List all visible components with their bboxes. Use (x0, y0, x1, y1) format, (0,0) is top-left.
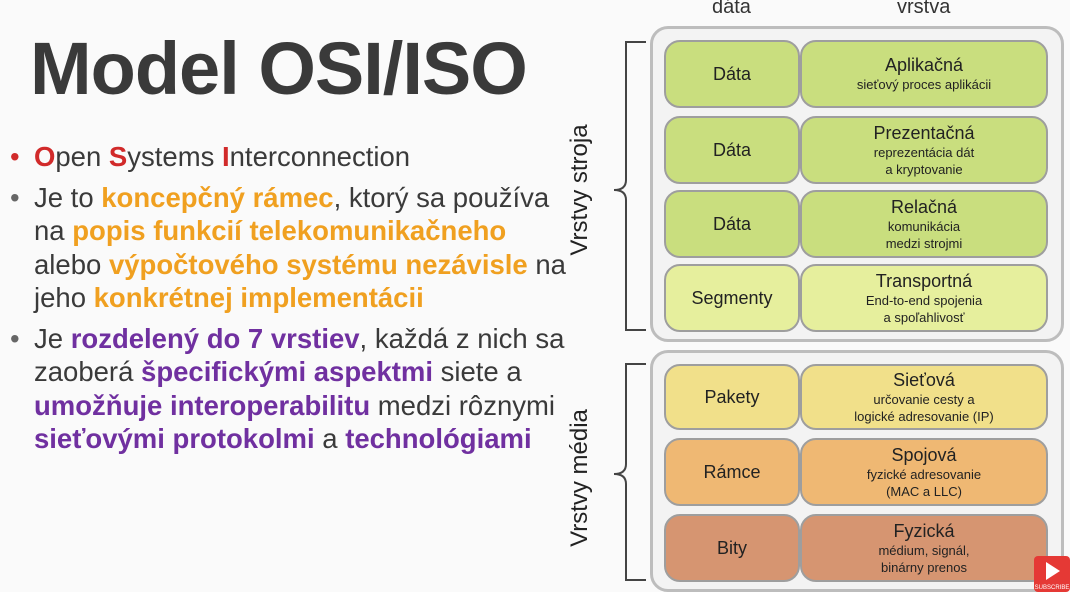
layer-box: Aplikačná sieťový proces aplikácii (800, 40, 1048, 108)
slide-title: Model OSI/ISO (30, 27, 528, 110)
subscribe-button[interactable]: SUBSCRIBE (1034, 556, 1070, 592)
host-layers-brace (613, 41, 646, 331)
layer-name: Spojová (891, 444, 957, 465)
layer-description: a kryptovanie (885, 161, 963, 177)
layer-description: sieťový proces aplikácii (856, 77, 992, 92)
layer-description: binárny prenos (881, 559, 967, 575)
data-unit-label: Dáta (712, 63, 752, 84)
media-layers-label: Vrstvy média (566, 409, 593, 547)
bullet-dot: • (10, 322, 20, 354)
layer-data-unit: Pakety (664, 364, 800, 430)
data-unit-label: Bity (716, 537, 747, 558)
layer-description: komunikácia (887, 218, 961, 234)
host-layers-label: Vrstvy stroja (566, 124, 593, 256)
data-unit-label: Dáta (712, 139, 752, 160)
layer-data-unit: Bity (664, 514, 800, 582)
layer-data-unit: Dáta (664, 190, 800, 258)
layer-name: Fyzická (893, 520, 955, 541)
bullet-3: • Je rozdelený do 7 vrstiev, každá z nic… (8, 322, 568, 456)
layer-description: End-to-end spojenia (865, 292, 983, 308)
data-unit-label: Pakety (704, 386, 760, 407)
bullet-dot: • (10, 181, 20, 213)
data-unit-label: Segmenty (691, 287, 773, 308)
bullet-2: • Je to koncepčný rámec, ktorý sa použív… (8, 181, 568, 315)
layer-data-unit: Dáta (664, 40, 800, 108)
bullet-list: • Open Systems Interconnection • Je to k… (8, 140, 568, 463)
layer-description: fyzické adresovanie (866, 466, 982, 482)
layer-data-unit: Segmenty (664, 264, 800, 332)
bullet-1: • Open Systems Interconnection (8, 140, 568, 174)
layer-description: (MAC a LLC) (886, 483, 962, 499)
data-unit-label: Dáta (712, 213, 752, 234)
subscribe-label: SUBSCRIBE (1034, 585, 1070, 591)
layer-name: Sieťová (893, 369, 955, 390)
layer-name: Transportná (875, 270, 973, 291)
layer-data-unit: Rámce (664, 438, 800, 506)
layer-data-unit: Dáta (664, 116, 800, 184)
youtube-play-icon (1046, 562, 1060, 580)
bullet-dot: • (10, 141, 20, 172)
bullet-3-text: Je rozdelený do 7 vrstiev, každá z nich … (34, 322, 565, 455)
data-unit-label: Rámce (703, 461, 761, 482)
layer-description: logické adresovanie (IP) (854, 408, 994, 424)
media-layers-brace (613, 363, 646, 581)
layer-name: Aplikačná (884, 55, 964, 75)
column-header-data: dáta (712, 0, 751, 18)
layer-description: reprezentácia dát (873, 144, 975, 160)
bullet-1-text: Open Systems Interconnection (34, 141, 411, 172)
column-header-layer: vrstva (897, 0, 951, 18)
layer-description: medzi strojmi (885, 235, 963, 251)
layer-description: a spoľahlivosť (883, 309, 965, 325)
layer-description: médium, signál, (878, 542, 970, 558)
layer-description: určovanie cesty a (873, 391, 975, 407)
bullet-2-text: Je to koncepčný rámec, ktorý sa používa … (34, 181, 566, 314)
layer-name: Prezentačná (873, 122, 975, 143)
layer-name: Relačná (890, 196, 958, 217)
